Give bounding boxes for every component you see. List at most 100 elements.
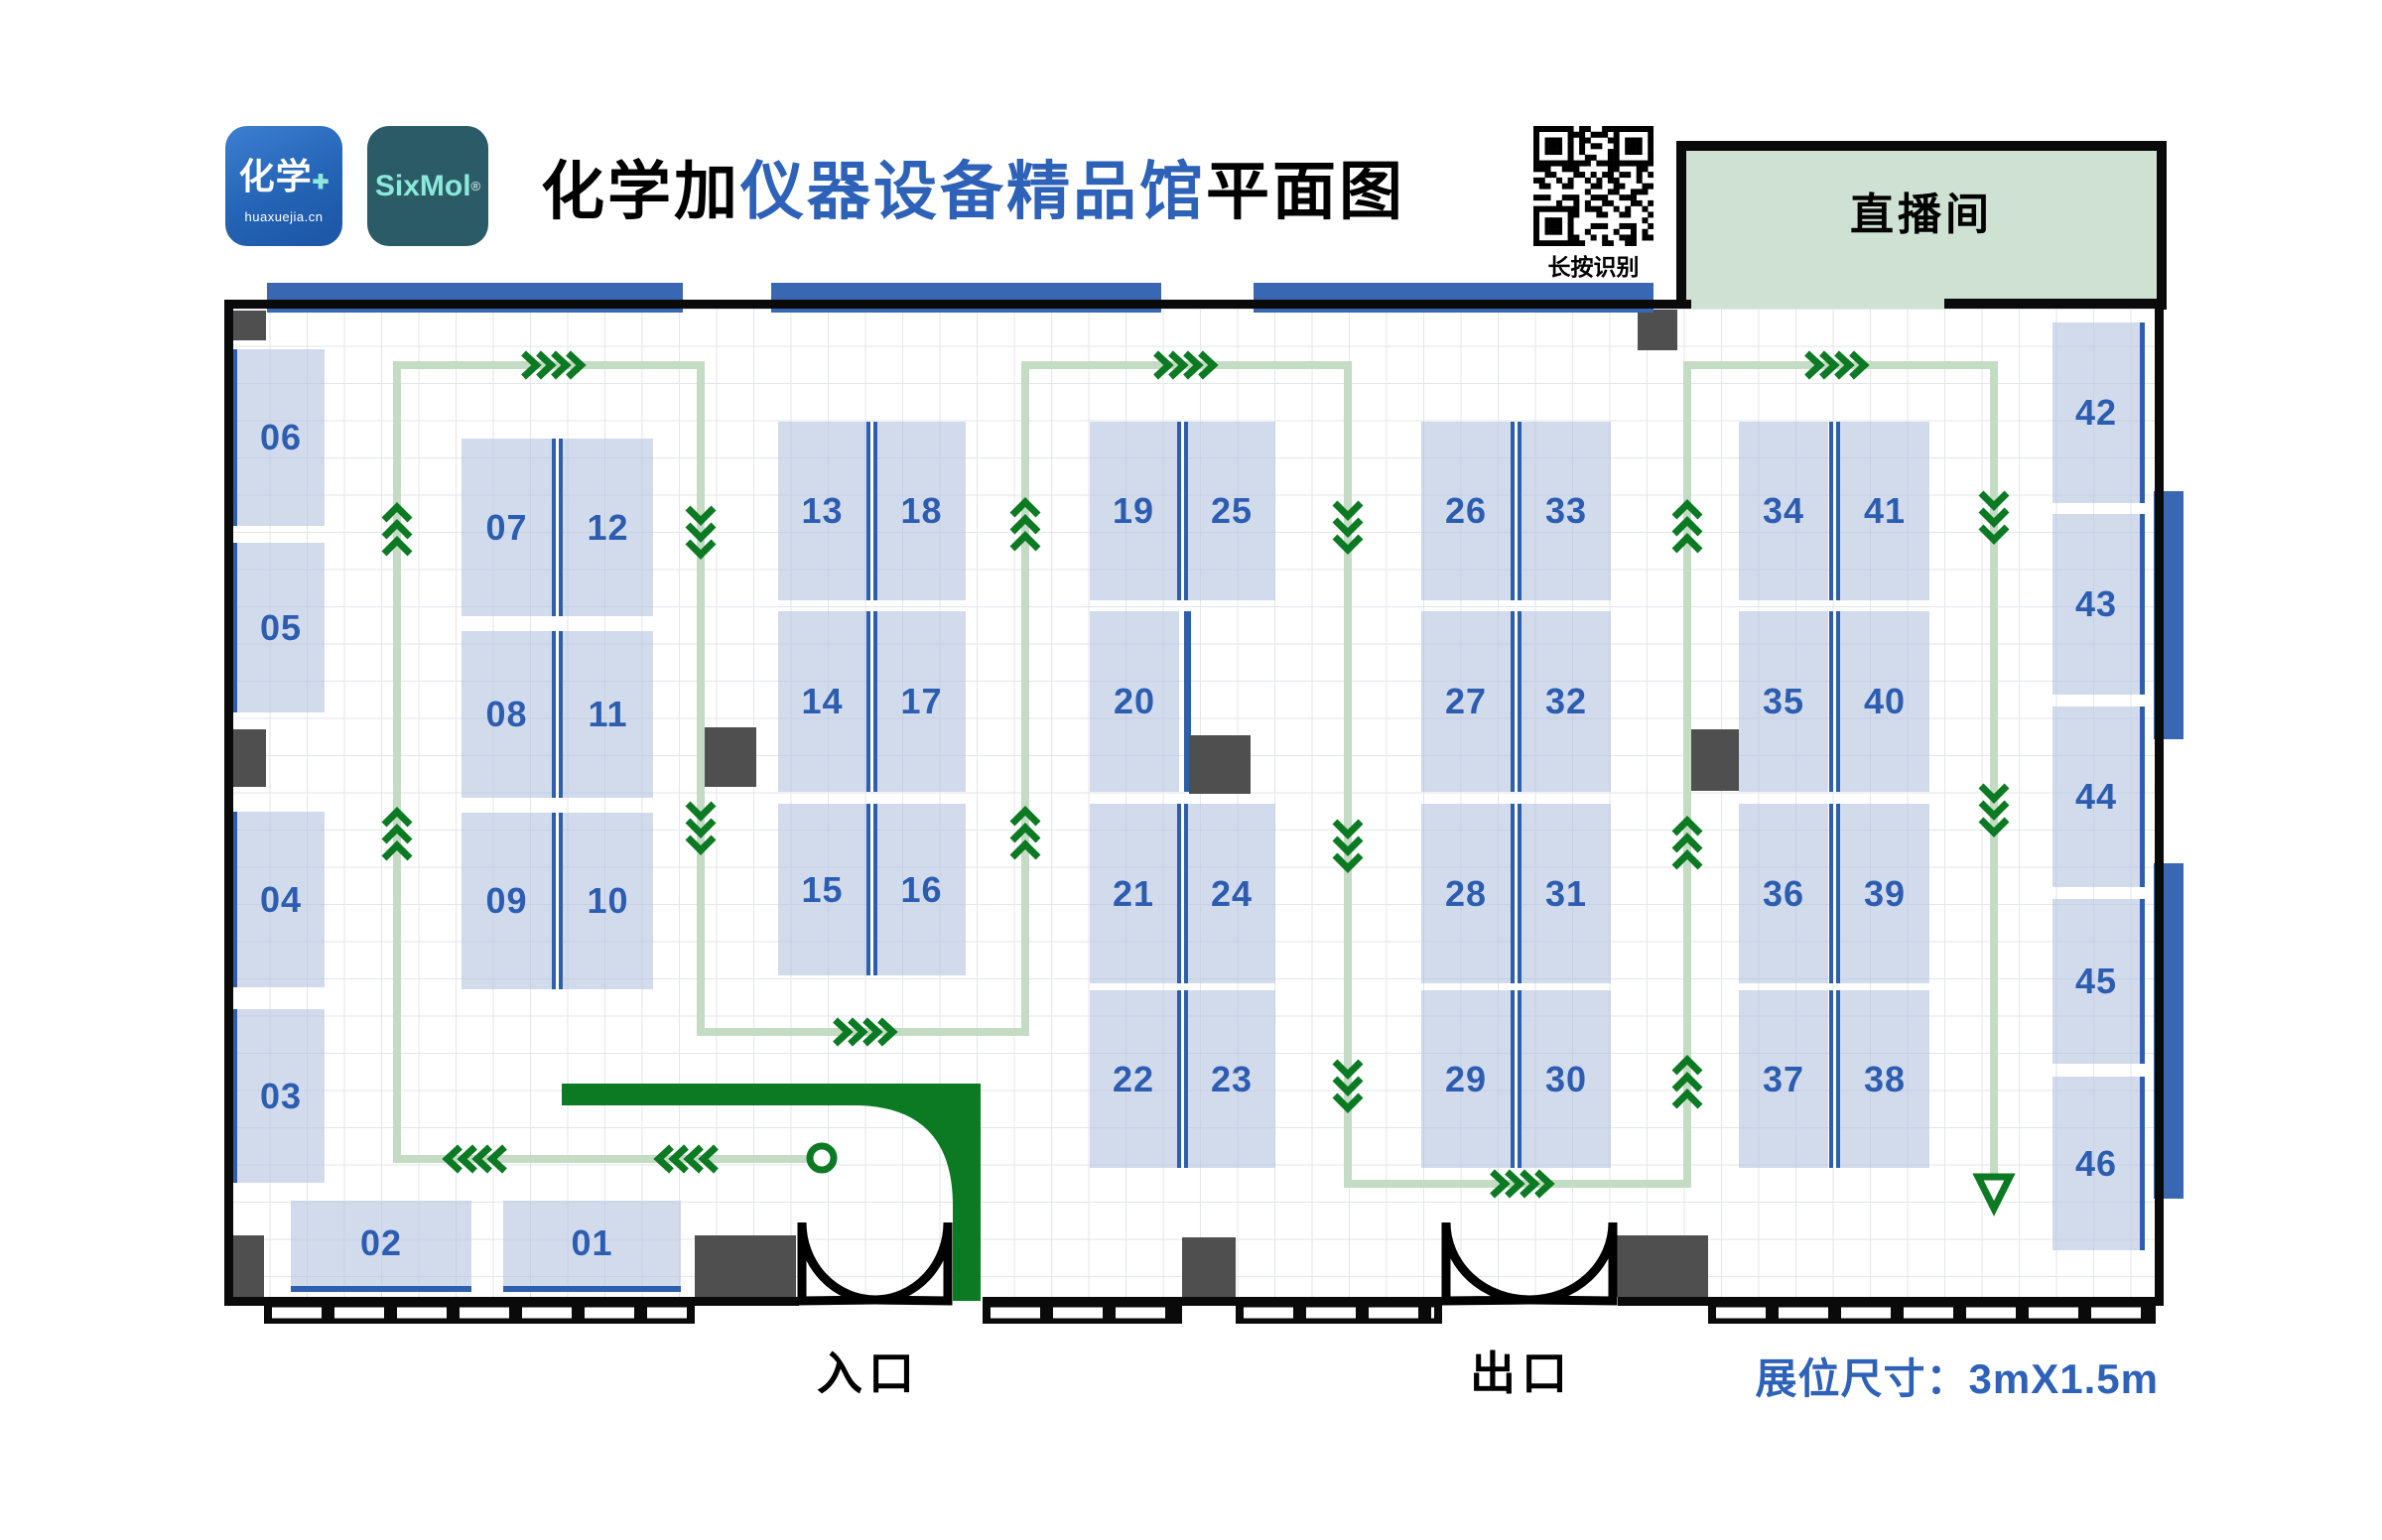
- qr-module: [1550, 160, 1557, 167]
- qr-module: [1630, 137, 1637, 144]
- booth-divider: [1829, 804, 1840, 983]
- pillar: [1613, 1235, 1708, 1297]
- qr-module: [1607, 199, 1614, 206]
- title-part1: 化学加: [541, 156, 740, 227]
- qr-module: [1625, 160, 1632, 167]
- qr-module: [1573, 194, 1580, 201]
- sixmol-logo-text: SixMol: [374, 169, 471, 202]
- qr-module: [1579, 131, 1586, 138]
- qr-module: [1630, 194, 1637, 201]
- qr-module: [1550, 126, 1557, 132]
- booth-number: 17: [900, 681, 943, 721]
- qr-module: [1533, 234, 1539, 241]
- qr-module: [1590, 194, 1597, 201]
- qr-module: [1533, 166, 1539, 173]
- qr-module: [1584, 189, 1591, 195]
- qr-module: [1567, 211, 1574, 218]
- qr-module: [1607, 149, 1614, 156]
- qr-module: [1602, 199, 1609, 206]
- booth-35: 35: [1739, 611, 1828, 792]
- booth-number: 39: [1863, 872, 1907, 914]
- live-room-label: 直播间: [1850, 191, 1993, 239]
- qr-module: [1607, 166, 1614, 173]
- qr-module: [1573, 166, 1580, 173]
- qr-module: [1538, 205, 1545, 212]
- qr-module: [1538, 240, 1545, 247]
- qr-module: [1567, 154, 1574, 161]
- qr-module: [1602, 222, 1609, 229]
- qr-module: [1544, 172, 1551, 179]
- booth-number: 45: [2074, 961, 2118, 1001]
- qr-module: [1567, 228, 1574, 235]
- qr-module: [1596, 160, 1603, 167]
- qr-module: [1619, 222, 1626, 229]
- qr-module: [1648, 183, 1654, 190]
- qr-module: [1648, 149, 1654, 156]
- booth-28: 28: [1421, 804, 1511, 983]
- booth-42: 42: [2052, 322, 2145, 503]
- qr-module: [1544, 205, 1551, 212]
- booth-number: 03: [259, 1075, 303, 1116]
- qr-module: [1550, 222, 1557, 229]
- qr-module: [1561, 205, 1568, 212]
- qr-module: [1556, 222, 1563, 229]
- qr-module: [1636, 172, 1643, 179]
- booth-number: 42: [2074, 392, 2118, 433]
- qr-module: [1590, 154, 1597, 161]
- qr-module: [1596, 177, 1603, 184]
- exit-label: 出口: [1470, 1348, 1573, 1399]
- qr-module: [1630, 240, 1637, 247]
- qr-module: [1579, 149, 1586, 156]
- qr-module: [1567, 137, 1574, 144]
- booth-number: 32: [1544, 681, 1588, 721]
- booth-07: 07: [462, 439, 552, 616]
- qr-module: [1550, 143, 1557, 150]
- qr-module: [1602, 172, 1609, 179]
- qr-module: [1648, 154, 1654, 161]
- qr-module: [1625, 234, 1632, 241]
- booth-number: 11: [588, 694, 628, 734]
- booth-divider: [1177, 422, 1188, 600]
- qr-module: [1556, 199, 1563, 206]
- qr-module: [1538, 126, 1545, 132]
- qr-module: [1573, 160, 1580, 167]
- qr-module: [1533, 149, 1539, 156]
- booth-number: 07: [485, 506, 528, 548]
- booth-06: 06: [232, 349, 325, 526]
- booth-divider: [1829, 422, 1840, 600]
- qr-module: [1648, 143, 1654, 150]
- qr-module: [1544, 240, 1551, 247]
- booth-02: 02: [291, 1201, 471, 1292]
- qr-module: [1584, 205, 1591, 212]
- qr-module: [1550, 217, 1557, 224]
- qr-module: [1567, 205, 1574, 212]
- booth-03: 03: [232, 1009, 325, 1183]
- qr-module: [1544, 126, 1551, 132]
- qr-module: [1550, 172, 1557, 179]
- title-part2: 仪器设备精品馆: [740, 156, 1206, 227]
- booth-number: 20: [1113, 681, 1156, 721]
- qr-module: [1602, 240, 1609, 247]
- qr-module: [1579, 172, 1586, 179]
- qr-module: [1625, 240, 1632, 247]
- booth-divider: [1511, 422, 1522, 600]
- qr-module: [1544, 228, 1551, 235]
- qr-module: [1533, 228, 1539, 235]
- booth-39: 39: [1840, 804, 1929, 983]
- qr-module: [1561, 126, 1568, 132]
- qr-module: [1561, 166, 1568, 173]
- booth-divider: [1511, 990, 1522, 1168]
- qr-module: [1619, 211, 1626, 218]
- booth-45: 45: [2052, 899, 2145, 1064]
- qr-module: [1648, 160, 1654, 167]
- booth-number: 12: [587, 506, 629, 548]
- booth-number: 27: [1444, 681, 1488, 721]
- qr-module: [1573, 172, 1580, 179]
- booth-05: 05: [232, 543, 325, 712]
- title-part3: 平面图: [1206, 156, 1405, 227]
- qr-module: [1648, 211, 1654, 218]
- qr-module: [1590, 205, 1597, 212]
- live-room-wall-top: [1676, 141, 2167, 151]
- qr-module: [1642, 205, 1649, 212]
